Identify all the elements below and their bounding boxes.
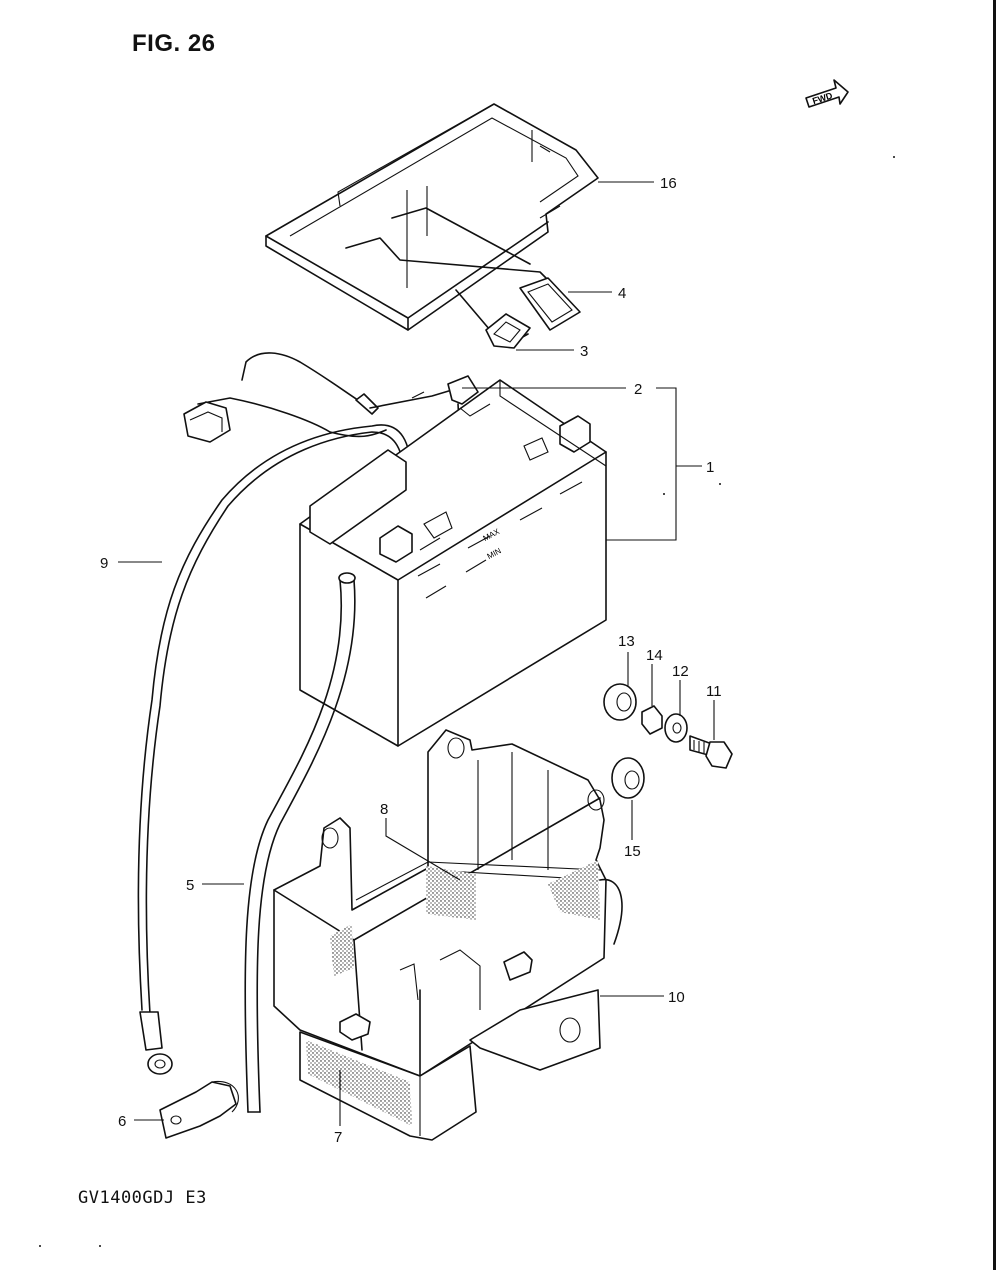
part-5-vent-tube [244,572,356,1113]
callout-3: 3 [580,343,588,360]
page-border [993,0,996,1270]
fwd-label: FWD [811,90,834,106]
callout-12: 12 [672,663,689,680]
model-code: GV1400GDJ E3 [78,1188,207,1208]
part-11-bolt [689,735,733,769]
part-10-holder [273,729,623,1077]
callout-9: 9 [100,555,108,572]
part-13-grommet [603,683,637,721]
callout-13: 13 [618,633,635,650]
callout-2: 2 [634,381,642,398]
part-1-battery: MAX MIN [299,379,607,747]
part-6-clamp [159,1080,239,1139]
figure-title: FIG. 26 [132,30,216,57]
part-12-washer [664,713,688,743]
part-7-lower-tray [299,1031,477,1141]
scan-specks [39,156,895,1247]
callout-6: 6 [118,1113,126,1130]
callout-11: 11 [706,683,722,700]
callout-7: 7 [334,1129,342,1146]
callout-14: 14 [646,647,663,664]
callout-15: 15 [624,843,641,860]
callout-labels: 1 2 3 4 5 6 7 8 9 10 11 12 13 14 15 16 [100,175,722,1146]
callout-16: 16 [660,175,677,192]
part-3-4-strap [345,207,581,349]
part-15-grommet [611,757,645,799]
leader-lines [118,181,715,1126]
part-9-cable [137,424,412,1075]
fwd-arrow-icon: FWD [805,79,849,108]
part-14-collar [641,705,663,735]
part-16-cover [265,103,599,331]
callout-10: 10 [668,989,685,1006]
callout-5: 5 [186,877,194,894]
callout-1: 1 [706,459,714,476]
callout-4: 4 [618,285,626,302]
callout-8: 8 [380,801,388,818]
